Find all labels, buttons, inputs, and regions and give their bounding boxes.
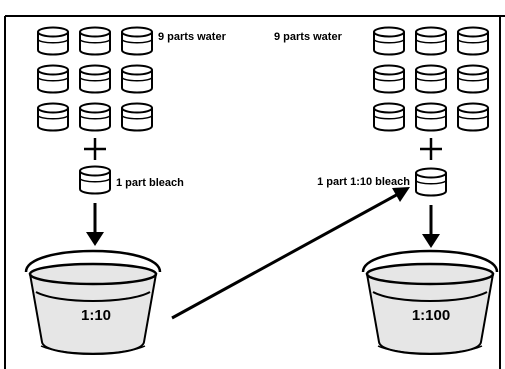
cup-icon	[415, 26, 447, 56]
cup-icon	[121, 26, 153, 56]
cup-icon	[373, 64, 405, 94]
arrow-icon	[86, 203, 104, 246]
bleach-cup-icon	[79, 165, 111, 195]
cup-icon	[37, 64, 69, 94]
cup-icon	[415, 102, 447, 132]
cup-icon	[37, 26, 69, 56]
left-water-cups	[37, 26, 153, 132]
cup-icon	[79, 64, 111, 94]
arrow-icon	[422, 205, 440, 248]
cup-icon	[457, 26, 489, 56]
right-bleach-label: 1 part 1:10 bleach	[317, 176, 410, 188]
left-bleach-label: 1 part bleach	[116, 177, 184, 189]
bleach-cup-icon	[415, 167, 447, 197]
cup-icon	[415, 64, 447, 94]
plus-icon	[84, 138, 106, 160]
arrowhead	[392, 187, 410, 202]
cup-icon	[121, 64, 153, 94]
cup-icon	[79, 26, 111, 56]
cup-icon	[373, 102, 405, 132]
right-water-cups	[373, 26, 489, 132]
cup-icon	[373, 26, 405, 56]
transfer-arrow-icon	[171, 191, 401, 320]
cup-icon	[121, 102, 153, 132]
cup-icon	[457, 64, 489, 94]
cup-icon	[457, 102, 489, 132]
left-bucket-label: 1:10	[81, 307, 111, 324]
cup-icon	[37, 102, 69, 132]
right-bucket-label: 1:100	[412, 307, 450, 324]
cup-icon	[79, 102, 111, 132]
right-bucket-icon	[361, 249, 499, 356]
right-water-label: 9 parts water	[274, 31, 343, 43]
left-bucket-icon	[24, 249, 162, 356]
left-water-label: 9 parts water	[158, 31, 227, 43]
plus-icon	[420, 138, 442, 160]
